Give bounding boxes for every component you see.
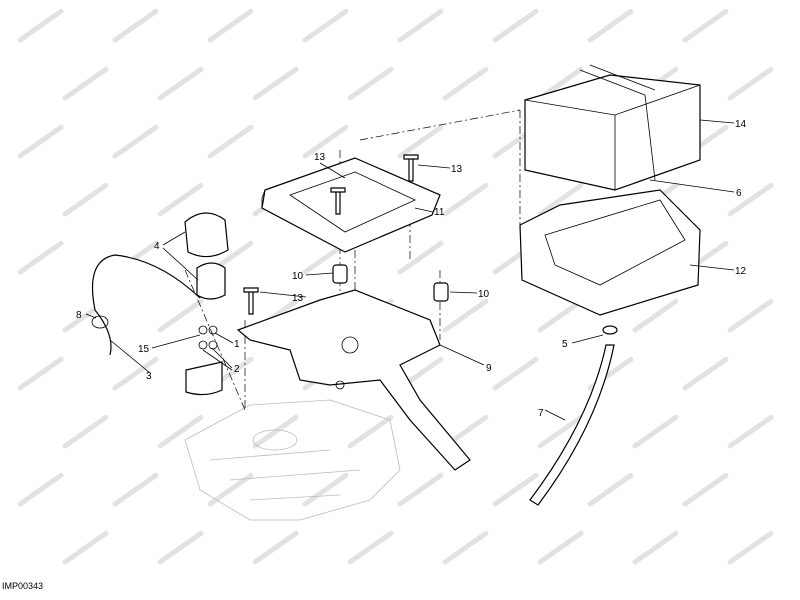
watermark-mark <box>17 8 64 43</box>
watermark-mark <box>682 472 729 507</box>
callout-13b: 13 <box>451 164 463 175</box>
watermark-mark <box>207 124 254 159</box>
callout-11: 11 <box>434 207 445 218</box>
watermark-mark <box>587 8 634 43</box>
callout-13c: 13 <box>292 293 304 304</box>
watermark-mark <box>727 66 774 101</box>
watermark-mark <box>112 8 159 43</box>
watermark-mark <box>442 530 489 565</box>
watermark-mark <box>442 66 489 101</box>
callout-8: 8 <box>76 310 82 321</box>
watermark-mark <box>682 8 729 43</box>
watermark-mark <box>302 472 349 507</box>
bolts <box>243 154 449 315</box>
watermark-mark <box>207 8 254 43</box>
watermark-mark <box>632 298 679 333</box>
watermark-mark <box>347 414 394 449</box>
watermark-mark <box>397 472 444 507</box>
watermark-mark <box>727 182 774 217</box>
watermark-mark <box>537 298 584 333</box>
watermark-mark <box>157 298 204 333</box>
engine-outline <box>184 399 401 521</box>
watermark-mark <box>157 182 204 217</box>
watermark-mark <box>302 8 349 43</box>
battery-tray-part <box>261 157 441 253</box>
leader-lines <box>85 119 735 421</box>
callout-1: 1 <box>234 339 240 350</box>
watermark-mark <box>157 66 204 101</box>
watermark-mark <box>727 414 774 449</box>
callout-10b: 10 <box>478 289 490 300</box>
watermark-mark <box>442 298 489 333</box>
watermark-mark <box>347 66 394 101</box>
watermark-mark <box>17 124 64 159</box>
battery-box-part <box>519 189 701 316</box>
callout-4: 4 <box>154 241 160 252</box>
watermark-mark <box>252 414 299 449</box>
bracket-part <box>236 289 471 471</box>
watermark-mark <box>62 414 109 449</box>
watermark-mark <box>112 124 159 159</box>
watermark-mark <box>727 530 774 565</box>
callout-2: 2 <box>234 364 240 375</box>
watermark-mark <box>727 298 774 333</box>
watermark-mark <box>492 356 539 391</box>
watermark-mark <box>157 530 204 565</box>
watermark-mark <box>112 356 159 391</box>
watermark-mark <box>62 66 109 101</box>
watermark-mark <box>397 240 444 275</box>
watermark-mark <box>492 8 539 43</box>
relay-part <box>184 212 229 396</box>
watermark-mark <box>62 530 109 565</box>
battery-part <box>524 64 701 191</box>
callout-15: 15 <box>138 344 150 355</box>
watermark-mark <box>587 472 634 507</box>
watermark-mark <box>682 356 729 391</box>
callout-13a: 13 <box>314 152 326 163</box>
watermark-mark <box>112 472 159 507</box>
watermark-mark <box>537 414 584 449</box>
watermark-mark <box>397 8 444 43</box>
hose-part <box>529 325 618 506</box>
watermark-mark <box>17 472 64 507</box>
watermark-mark <box>157 414 204 449</box>
watermark-mark <box>442 182 489 217</box>
drawing-code: IMP00343 <box>2 581 44 591</box>
watermark-mark <box>347 530 394 565</box>
watermark-mark <box>252 66 299 101</box>
watermark-mark <box>492 472 539 507</box>
callout-7: 7 <box>538 408 544 419</box>
watermark-mark <box>632 530 679 565</box>
watermark-mark <box>17 240 64 275</box>
watermark-mark <box>17 356 64 391</box>
watermark-mark <box>207 472 254 507</box>
callout-14: 14 <box>735 119 747 130</box>
callout-12: 12 <box>735 266 747 277</box>
watermark-mark <box>632 414 679 449</box>
callout-labels: 13 13 11 10 13 10 4 8 15 1 2 3 9 14 6 12… <box>76 119 747 419</box>
cable-part <box>91 254 201 356</box>
callout-5: 5 <box>562 339 568 350</box>
watermark-mark <box>62 182 109 217</box>
watermark-mark <box>397 124 444 159</box>
watermark-mark <box>537 182 584 217</box>
watermark-mark <box>537 530 584 565</box>
callout-6: 6 <box>736 188 742 199</box>
callout-3: 3 <box>146 371 152 382</box>
watermark-mark <box>252 530 299 565</box>
callout-10a: 10 <box>292 271 304 282</box>
watermark-mark <box>302 124 349 159</box>
callout-9: 9 <box>486 363 492 374</box>
